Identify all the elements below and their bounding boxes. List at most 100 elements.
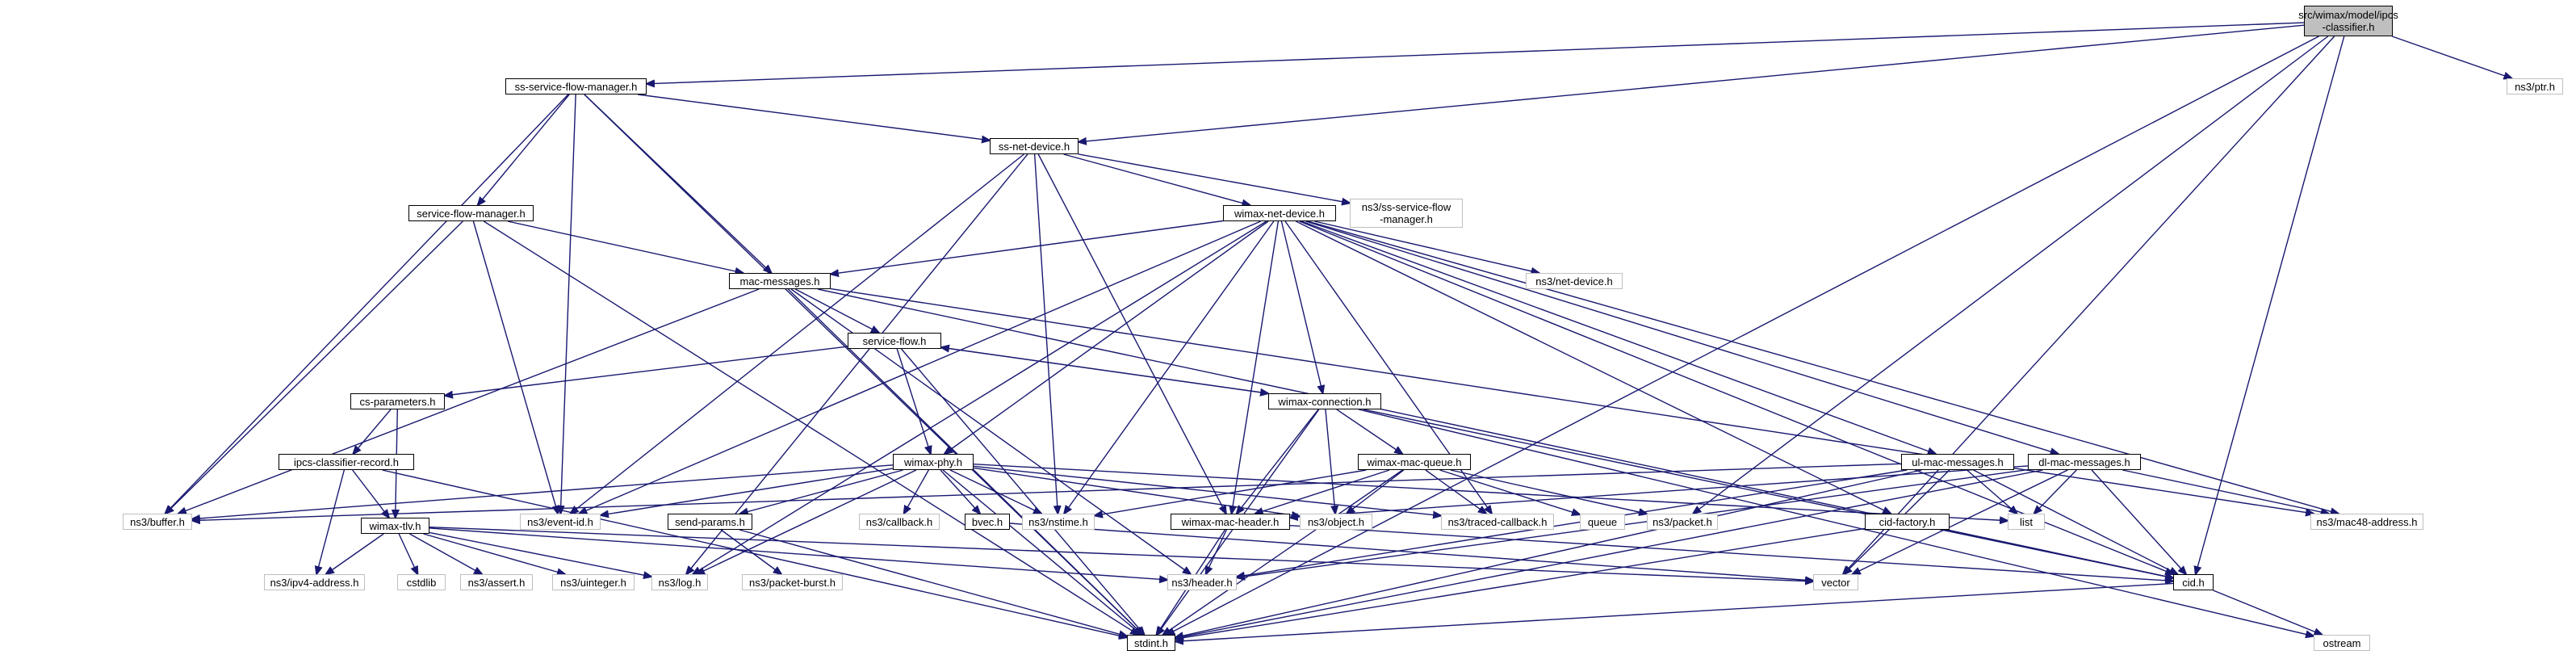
edge-wnd-to-macMsg [831,220,1224,274]
edge-cid-to-stdint [1175,582,2174,641]
edge-dlMac-to-header [1237,468,2029,578]
edge-wmq-to-traced [1425,469,1486,514]
edge-root-to-stdint [1167,36,2319,635]
node-cid-factory-h[interactable]: cid-factory.h [1865,514,1950,530]
edge-wphy-to-nstime [949,469,1041,514]
edge-wmq-to-wmh [1255,469,1390,514]
edge-wnd-to-ulMac [1301,220,1935,454]
edge-wmq-to-nstime [1095,469,1367,515]
edge-wtlv-to-cstdlib [398,533,417,574]
edge-ssNet-to-nstime [1033,153,1058,514]
edge-wphy-to-buffer [192,464,894,519]
node-wimax-phy-h[interactable]: wimax-phy.h [893,454,974,470]
edge-wmq-to-stdint [1163,469,1403,635]
edge-ssNet-to-wnd [1063,153,1250,205]
edge-ulMac-to-stdint [1175,469,1922,637]
edge-wconn-to-ostream [1358,409,2314,636]
edge-wtlv-to-header [429,527,1167,580]
node-ss-net-device-h[interactable]: ss-net-device.h [990,138,1079,154]
edge-wphy-to-object [973,467,1300,516]
edge-root-to-packet [1693,36,2329,514]
node-ostream: ostream [2314,635,2370,651]
edge-cidf-to-stdint [1175,527,1866,639]
node-ns3-log-h: ns3/log.h [651,574,708,590]
node-ns3-event-id-h: ns3/event-id.h [520,514,601,530]
edge-macMsg-to-mac48 [830,288,2314,514]
edge-wnd-to-wmh [1232,220,1280,514]
node-service-flow-manager-h[interactable]: service-flow-manager.h [408,205,534,221]
node-ns3-uinteger-h: ns3/uinteger.h [552,574,635,590]
edge-wnd-to-eventId [579,220,1261,514]
node-send-params-h[interactable]: send-params.h [668,514,752,530]
node-stdint-h[interactable]: stdint.h [1127,635,1175,651]
node-ns3-buffer-h: ns3/buffer.h [123,514,192,530]
edge-wnd-to-dlMac [1305,220,2058,454]
edge-root-to-vector [1843,36,2335,574]
edge-cid-to-ostream [2213,590,2323,635]
edge-wphy-to-callback [904,469,929,514]
node-dl-mac-messages-h[interactable]: dl-mac-messages.h [2028,454,2141,470]
edge-wphy-to-sendParams [740,469,903,514]
edge-wnd-to-mac48 [1308,220,2338,514]
edge-sfm-to-buffer [165,220,463,514]
edge-wphy-to-traced [973,465,1441,515]
edge-wtlv-to-vector [429,526,1813,581]
node-ns3-ss-service-flow-manager-h: ns3/ss-service-flow -manager.h [1350,199,1463,228]
edge-dlMac-to-mac48 [2122,469,2328,514]
edge-ssNet-to-ssSfmExt [1078,153,1350,203]
node-ul-mac-messages-h[interactable]: ul-mac-messages.h [1901,454,2014,470]
edge-wtlv-to-assert [409,533,482,574]
node-wimax-mac-queue-h[interactable]: wimax-mac-queue.h [1358,454,1471,470]
edge-ulMac-to-cid [1973,469,2178,574]
node-ipcs-classifier-h: src/wimax/model/ipcs -classifier.h [2298,6,2398,36]
node-wimax-net-device-h[interactable]: wimax-net-device.h [1223,205,1336,221]
node-ns3-ptr-h: ns3/ptr.h [2507,78,2563,94]
node-mac-messages-h[interactable]: mac-messages.h [729,273,831,289]
edge-ssSfm-to-ssNet [638,94,990,141]
node-ss-service-flow-manager-h[interactable]: ss-service-flow-manager.h [505,78,647,94]
edge-macMsg-to-buffer [178,288,760,514]
node-service-flow-h[interactable]: service-flow.h [848,333,941,349]
node-ns3-nstime-h: ns3/nstime.h [1022,514,1095,530]
node-ns3-traced-callback-h: ns3/traced-callback.h [1441,514,1554,530]
node-wimax-tlv-h[interactable]: wimax-tlv.h [361,518,429,534]
edge-wphy-to-eventId [601,468,894,515]
node-ipcs-classifier-record-h[interactable]: ipcs-classifier-record.h [279,454,414,470]
edge-sfm-to-eventId [472,220,558,514]
edge-wmq-to-queue [1439,469,1580,514]
edge-dlMac-to-wmh [1290,465,2029,518]
node-ns3-callback-h: ns3/callback.h [859,514,940,530]
node-wimax-mac-header-h[interactable]: wimax-mac-header.h [1171,514,1290,530]
edge-wmh-to-cid [1289,524,2173,581]
edge-ssSfm-to-eventId [560,94,576,514]
edge-csParams-to-ipcsRec [353,409,392,454]
edge-wnd-to-log [693,220,1267,574]
edge-wtlv-to-uinteger [423,533,565,574]
edge-wphy-to-log [697,469,917,574]
edge-wnd-to-cidf [1296,220,1891,514]
edge-bvec-to-vector [1009,523,1813,581]
node-cstdlib: cstdlib [397,574,446,590]
edge-sendParams-to-stdint [739,529,1127,636]
edge-wphy-to-list [973,464,2008,521]
edge-ssSfm-to-buffer [165,94,569,514]
node-cid-h[interactable]: cid.h [2173,574,2214,590]
node-bvec-h[interactable]: bvec.h [965,514,1010,530]
edge-wnd-to-nstime [1064,220,1275,514]
node-ns3-net-device-h: ns3/net-device.h [1526,273,1623,289]
edge-cidf-to-cid [1945,529,2173,578]
node-ns3-mac48-address-h: ns3/mac48-address.h [2310,514,2423,530]
edge-sfm-to-stdint [483,220,1138,635]
node-ns3-assert-h: ns3/assert.h [460,574,533,590]
edge-wnd-to-wconn [1280,220,1322,393]
edge-dlMac-to-vector [1853,469,2068,574]
edge-sfm-to-macMsg [507,220,743,273]
node-cs-parameters-h[interactable]: cs-parameters.h [350,393,445,409]
node-wimax-connection-h[interactable]: wimax-connection.h [1268,393,1381,409]
edge-ipcsRec-to-ipv4 [316,469,346,574]
edge-sendParams-to-pburst [720,529,781,574]
edge-wmq-to-object [1347,469,1405,514]
edge-wconn-to-wmq [1336,409,1402,454]
edge-wconn-to-object [1325,409,1335,514]
